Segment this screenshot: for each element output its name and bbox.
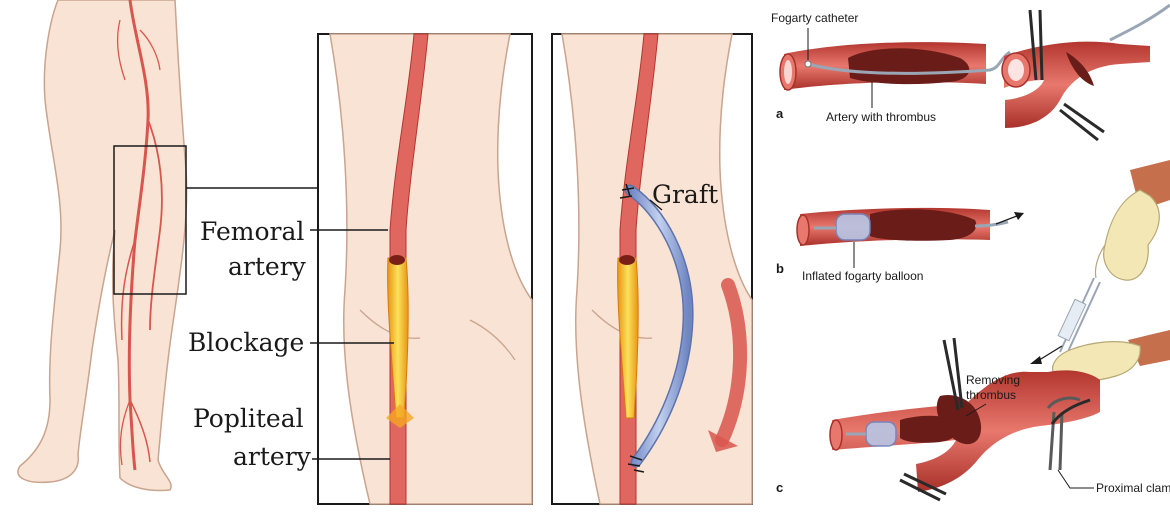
leg-illustration [17,0,318,492]
legs-silhouette [17,0,188,492]
upper-glove [1103,189,1160,281]
panel-a-thrombus [848,48,970,85]
panel-letter-a: a [776,106,784,121]
panel-blockage-skin [329,33,533,505]
graft-panel-blockage [617,257,639,419]
graft-tube [626,186,693,466]
label-graft: Graft [652,180,718,209]
label-artery-with-thrombus: Artery with thrombus [826,110,936,124]
label-popliteal-line1: Popliteal [193,404,304,433]
panel-letter-b: b [776,261,784,276]
panel-a-artery-branch [1004,41,1150,128]
clamp-top [1028,9,1044,81]
label-proximal-clamp: Proximal clamp [1096,481,1170,495]
leg-artery-main [127,0,150,471]
clamp-bottom [1059,102,1105,142]
flow-arrow [715,278,748,447]
panel-graft: Graft [551,33,753,505]
label-removing-line2: thrombus [966,388,1016,402]
zoom-box [113,145,187,295]
panel-b: Inflated fogarty balloon b [776,207,1024,283]
panel-b-thrombus [870,209,977,241]
panel-c-balloon [865,421,897,447]
label-fogarty-catheter: Fogarty catheter [771,11,858,25]
panel-letter-c: c [776,480,783,495]
label-inflated-balloon: Inflated fogarty balloon [802,269,923,283]
panel-graft-skin [561,33,753,505]
panel-blockage: Femoral artery Blockage Popliteal artery [188,33,533,505]
fogarty-catheter [807,50,1011,75]
label-blockage: Blockage [188,328,304,357]
label-femoral-line2: artery [228,252,307,281]
forceps [942,337,964,411]
fogarty-balloon [835,213,871,241]
label-femoral-line1: Femoral [200,217,304,246]
removed-thrombus [936,394,982,445]
panel-a: Fogarty catheter Artery with thrombus a [771,11,1011,124]
graft-suture-bottom [627,455,645,473]
panel-a-incision [1001,3,1170,142]
panel-c: Removing thrombus Proximal clamp c [776,160,1170,502]
proximal-clamp [1050,398,1091,425]
label-removing-line1: Removing [966,373,1020,387]
label-popliteal-line2: artery [233,442,312,471]
graft-suture-top [619,183,635,199]
